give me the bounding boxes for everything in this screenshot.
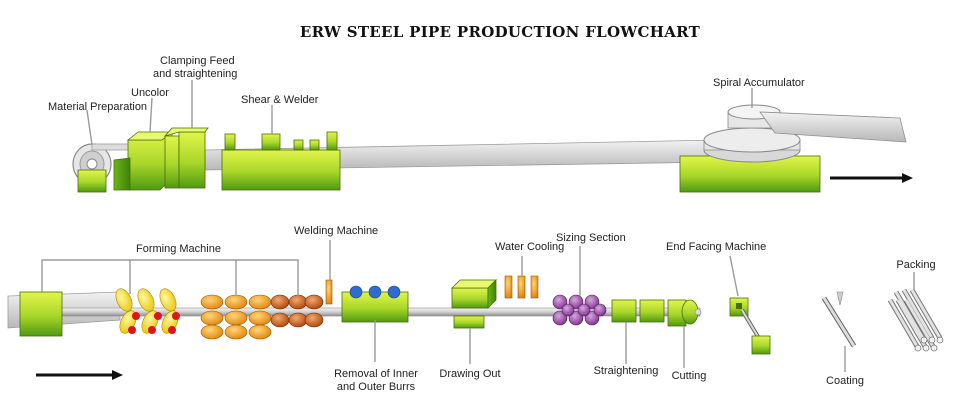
label-clamping-feed-2: and straightening bbox=[153, 68, 237, 80]
sizing-rollers bbox=[552, 294, 607, 326]
label-clamping-feed-1: Clamping Feed bbox=[160, 55, 235, 67]
drawing-out-machine bbox=[451, 279, 497, 329]
label-uncoiler: Uncolor bbox=[131, 87, 169, 99]
water-cooling-unit bbox=[504, 275, 539, 299]
page-title: ERW STEEL PIPE PRODUCTION FLOWCHART bbox=[300, 23, 701, 41]
label-water-cooling: Water Cooling bbox=[495, 241, 564, 253]
coating-station bbox=[821, 291, 857, 348]
welding-head bbox=[325, 279, 333, 305]
label-cutting: Cutting bbox=[672, 370, 707, 382]
forming-entry-stand bbox=[19, 291, 63, 337]
cutting-machine bbox=[667, 299, 702, 327]
label-straightening: Straightening bbox=[594, 365, 659, 377]
forming-rollers-orange bbox=[200, 294, 272, 340]
label-burr-removal-2: and Outer Burrs bbox=[337, 381, 416, 393]
straightening-machine bbox=[611, 299, 665, 323]
end-facing-machine bbox=[729, 297, 771, 355]
flow-arrow-bottom bbox=[36, 370, 123, 380]
label-coating: Coating bbox=[826, 375, 864, 387]
uncoiler-machine bbox=[113, 131, 174, 191]
forming-rollers-yellow bbox=[115, 288, 180, 334]
label-shear-welder: Shear & Welder bbox=[241, 94, 319, 106]
label-material-preparation: Material Preparation bbox=[48, 101, 147, 113]
label-forming-machine: Forming Machine bbox=[136, 243, 221, 255]
clamping-feed-machine bbox=[163, 127, 209, 189]
label-packing: Packing bbox=[896, 259, 935, 271]
deburring-machine bbox=[341, 285, 409, 323]
label-welding-machine: Welding Machine bbox=[294, 225, 378, 237]
label-drawing-out: Drawing Out bbox=[439, 368, 500, 380]
label-end-facing-machine: End Facing Machine bbox=[666, 241, 766, 253]
label-sizing-section: Sizing Section bbox=[556, 232, 626, 244]
spiral-accumulator bbox=[679, 104, 907, 193]
label-burr-removal-1: Removal of Inner bbox=[334, 368, 418, 380]
pipe-bundle bbox=[887, 288, 944, 352]
label-spiral-accumulator: Spiral Accumulator bbox=[713, 77, 805, 89]
flow-arrow-top bbox=[830, 173, 913, 183]
shear-welder-machine bbox=[221, 131, 341, 191]
forming-rollers-fin-pass bbox=[270, 294, 324, 328]
